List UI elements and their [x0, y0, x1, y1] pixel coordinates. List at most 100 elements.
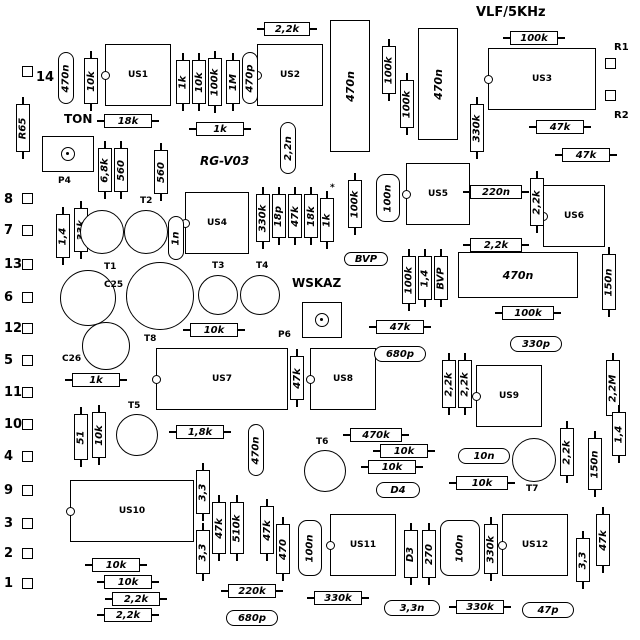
transistor-outline [198, 275, 238, 315]
component-lead [214, 106, 216, 113]
connector-pad-label: R2 [614, 110, 629, 121]
transistor-label: T4 [256, 261, 269, 271]
component-lead [221, 590, 228, 592]
component-lead [424, 326, 431, 328]
component-lead [408, 304, 410, 311]
resistor: 10k [192, 60, 206, 104]
resistor: 330k [256, 194, 270, 242]
ic-package: US3 [484, 48, 596, 110]
capacitor: 680p [226, 610, 278, 626]
component-lead [244, 128, 251, 130]
component-lead [522, 244, 529, 246]
component-lead [214, 51, 216, 58]
resistor-value: 470k [362, 429, 390, 441]
resistor: 10k [380, 444, 428, 458]
capacitor: 680p [374, 346, 426, 362]
resistor-value: 18k [117, 115, 139, 127]
resistor-value: 3,3 [577, 551, 589, 569]
transistor-outline [80, 210, 124, 254]
component-lead [326, 242, 328, 249]
connector-pad [605, 58, 616, 69]
component-lead [449, 482, 456, 484]
ic-package: US8 [306, 348, 376, 410]
component-lead [310, 187, 312, 194]
component-lead [152, 581, 159, 583]
capacitor: D4 [376, 482, 420, 498]
resistor-value: 150n [603, 268, 615, 296]
resistor: 10k [368, 460, 416, 474]
capacitor-value: BVP [354, 253, 378, 265]
ic-label: US8 [332, 374, 354, 384]
resistor-value: 100k [514, 307, 542, 319]
resistor: 330k [314, 591, 362, 605]
connector-pad [22, 292, 33, 303]
trim-potentiometer [42, 136, 94, 172]
film-capacitor: 470n [418, 28, 458, 140]
resistor-value: 10k [85, 70, 97, 92]
capacitor-value: 330p [521, 338, 551, 350]
connector-pad [22, 485, 33, 496]
capacitor: 1n [168, 216, 184, 260]
resistor-value: 10k [393, 445, 415, 457]
resistor: 47k [536, 120, 584, 134]
resistor-value: 18k [305, 205, 317, 227]
ic-label: US5 [427, 189, 449, 199]
trim-potentiometer [302, 302, 342, 338]
component-lead [424, 300, 426, 307]
resistor-value: 18p [273, 205, 285, 227]
resistor-value: 10k [203, 324, 225, 336]
resistor: 100k [402, 256, 416, 304]
resistor-value: 560 [155, 161, 167, 183]
component-lead [448, 353, 450, 360]
connector-pad [22, 355, 33, 366]
connector-pad-label: 4 [4, 449, 14, 464]
component-lead [85, 564, 92, 566]
component-lead [80, 407, 82, 414]
ton-label: TON [64, 112, 93, 126]
transistor-outline [124, 210, 168, 254]
ic-package: US2 [253, 44, 323, 106]
resistor-value: 270 [423, 543, 435, 565]
trim-knob [61, 147, 75, 161]
resistor-value: 100k [349, 190, 361, 218]
component-lead [97, 614, 104, 616]
capacitor: 10n [458, 448, 510, 464]
capacitor: 100n [440, 520, 480, 576]
resistor-value: 150n [589, 450, 601, 478]
board-title: VLF/5KHz [476, 5, 546, 20]
resistor-value: 10k [93, 424, 105, 446]
resistor-value: 10k [381, 461, 403, 473]
resistor-value: 2,2k [459, 371, 471, 397]
connector-pad [22, 518, 33, 529]
component-lead [463, 244, 470, 246]
resistor-value: 10k [471, 477, 493, 489]
connector-pad-label: 14 [36, 70, 55, 85]
component-lead [282, 517, 284, 524]
ic-label: US6 [563, 211, 585, 221]
resistor: 330k [484, 524, 498, 574]
component-lead [294, 238, 296, 245]
resistor-value: 1M [227, 73, 239, 91]
component-lead [182, 104, 184, 111]
resistor-value: 470 [277, 538, 289, 560]
component-lead [236, 495, 238, 502]
resistor: 10k [92, 412, 106, 458]
component-lead [326, 191, 328, 198]
component-lead [80, 460, 82, 467]
component-lead [202, 574, 204, 581]
component-lead [198, 104, 200, 111]
capacitor-value: 100n [382, 184, 394, 212]
connector-pad-label: 2 [4, 546, 14, 561]
film-capacitor-value: 470n [431, 68, 445, 100]
component-lead [428, 578, 430, 585]
ic-label: US4 [206, 218, 228, 228]
component-lead [236, 554, 238, 561]
resistor-value: 47k [389, 321, 411, 333]
connector-pad-label: R1 [614, 42, 629, 53]
connector-pad-label: 10 [4, 417, 23, 432]
transistor-label: C26 [62, 354, 82, 364]
ic-label: US3 [531, 74, 553, 84]
component-lead [608, 247, 610, 254]
connector-pad [22, 259, 33, 270]
ic-notch [101, 71, 110, 80]
